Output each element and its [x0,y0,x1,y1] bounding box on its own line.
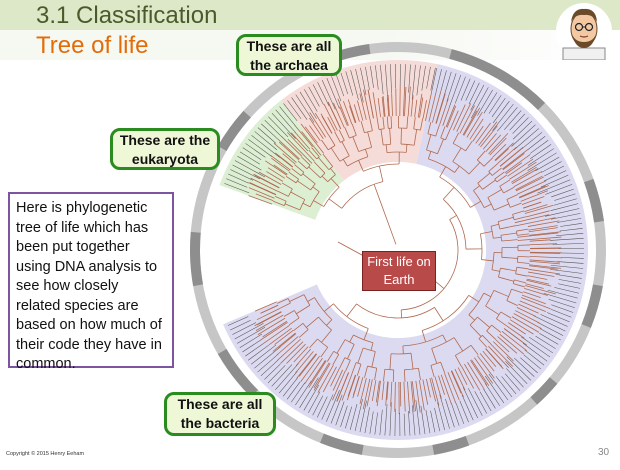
slide-subtitle: Tree of life [36,32,149,60]
outer-ring-segment [534,380,554,400]
copyright-notice: Copyright © 2015 Henry Eeham [6,451,84,457]
eukaryota-callout: These are the eukaryota [110,128,220,170]
first-life-root-label: First life on Earth [362,251,436,291]
outer-ring-segment [433,441,467,450]
slide-title: 3.1 Classification [36,2,217,30]
inner-disc [310,162,486,338]
outer-ring-segment [586,285,598,326]
page-number: 30 [598,447,609,458]
description-box: Here is phylogenetic tree of life which … [8,192,174,368]
outer-ring-segment [195,232,198,285]
bacteria-callout: These are all the bacteria [164,392,276,436]
outer-ring-segment [589,181,599,222]
archaea-callout: These are all the archaea [236,34,342,76]
outer-ring-segment [322,438,363,450]
